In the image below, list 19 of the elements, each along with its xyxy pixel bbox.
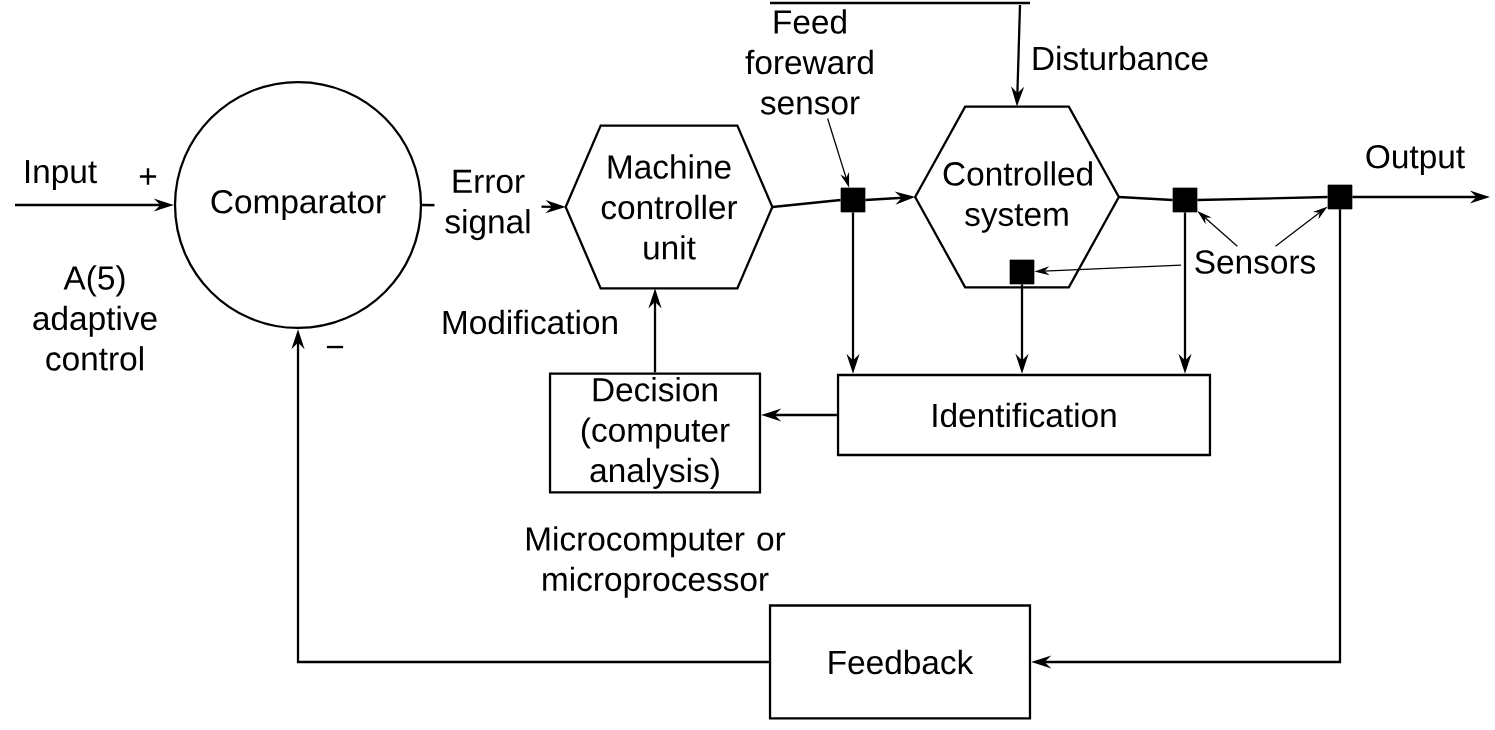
sensor-square xyxy=(1327,184,1353,210)
sensor-square xyxy=(1009,259,1035,285)
edge-label: Output xyxy=(1361,141,1469,179)
note-label: Microcomputer or microprocessor xyxy=(526,526,786,598)
hexagon-block: Machine controller unit xyxy=(564,124,774,290)
callout-label: Sensors xyxy=(1195,250,1315,274)
edge-label: Modification xyxy=(437,306,623,338)
note-label: A(5) adaptive control xyxy=(33,265,157,371)
edge-label: Disturbance xyxy=(1027,42,1213,74)
process-box: Identification xyxy=(836,373,1212,457)
process-box: Decision (computer analysis) xyxy=(548,372,762,494)
edge-label: Input xyxy=(19,156,101,194)
process-box: Feedback xyxy=(768,604,1032,720)
callout-label: Feed foreward sensor xyxy=(745,9,873,115)
edge-label: Error signal xyxy=(434,166,542,244)
note-label: + xyxy=(139,168,157,185)
sensor-square xyxy=(840,187,866,213)
note-label: − xyxy=(326,345,344,349)
sensor-square xyxy=(1172,187,1198,213)
